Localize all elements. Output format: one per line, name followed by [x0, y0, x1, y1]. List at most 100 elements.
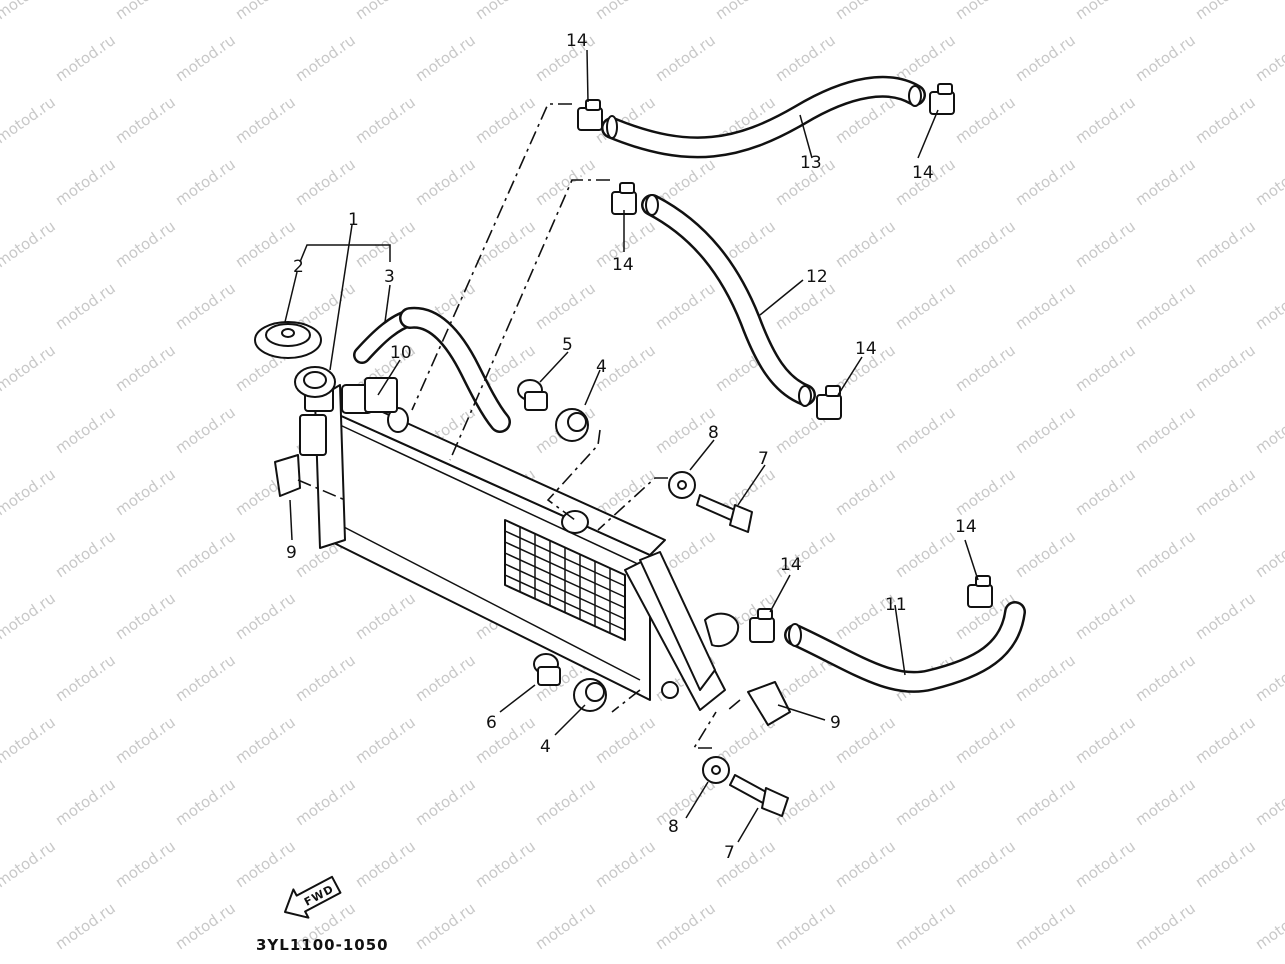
- watermark-text: motod.ru: [0, 837, 59, 891]
- callout-1: 1: [348, 210, 359, 230]
- watermark-text: motod.ru: [112, 93, 179, 147]
- watermark-text: motod.ru: [0, 0, 59, 23]
- watermark-text: motod.ru: [1132, 403, 1199, 457]
- watermark-text: motod.ru: [172, 279, 239, 333]
- watermark-text: motod.ru: [352, 589, 419, 643]
- callout-14: 14: [912, 163, 934, 183]
- watermark-text: motod.ru: [1072, 93, 1139, 147]
- watermark-text: motod.ru: [112, 713, 179, 767]
- clamp-14-top-right: [929, 83, 955, 115]
- clamp-14-top-left: [577, 99, 603, 131]
- collar-6: [533, 653, 561, 686]
- watermark-text: motod.ru: [112, 465, 179, 519]
- watermark-text: motod.ru: [952, 93, 1019, 147]
- callout-3: 3: [384, 267, 395, 287]
- watermark-text: motod.ru: [472, 93, 539, 147]
- watermark-text: motod.ru: [1012, 775, 1079, 829]
- watermark-text: motod.ru: [592, 837, 659, 891]
- watermark-text: motod.ru: [952, 465, 1019, 519]
- bolt-7-lower: [729, 774, 789, 817]
- callout-14: 14: [955, 517, 977, 537]
- washer-8-upper: [668, 471, 696, 499]
- watermark-text: motod.ru: [892, 899, 959, 953]
- collar-5: [517, 379, 548, 411]
- watermark-text: motod.ru: [592, 0, 659, 23]
- callout-14: 14: [780, 555, 802, 575]
- grommet-4-lower: [573, 678, 607, 712]
- clamp-14-mid-right: [816, 385, 842, 420]
- watermark-text: motod.ru: [1252, 279, 1285, 333]
- watermark-text: motod.ru: [352, 217, 419, 271]
- alignment-lines: [297, 103, 741, 749]
- grille-line: [504, 574, 626, 631]
- hose-12: [641, 194, 816, 407]
- watermark-text: motod.ru: [112, 217, 179, 271]
- watermark-text: motod.ru: [472, 0, 539, 23]
- watermark-text: motod.ru: [0, 713, 59, 767]
- grille-line: [504, 541, 626, 598]
- bolt-7-upper: [696, 494, 753, 533]
- hose-13: [601, 75, 926, 159]
- clamp-14-lower-left: [749, 608, 775, 643]
- watermark-text: motod.ru: [232, 217, 299, 271]
- watermark-text: motod.ru: [652, 31, 719, 85]
- watermark-text: motod.ru: [112, 837, 179, 891]
- watermark-text: motod.ru: [232, 0, 299, 23]
- watermark-text: motod.ru: [292, 31, 359, 85]
- watermark-text: motod.ru: [352, 837, 419, 891]
- watermark-text: motod.ru: [352, 713, 419, 767]
- watermark-text: motod.ru: [772, 899, 839, 953]
- leader-lines: [284, 49, 979, 843]
- callout-7: 7: [758, 449, 769, 469]
- watermark-text: motod.ru: [172, 527, 239, 581]
- watermark-text: motod.ru: [1252, 31, 1285, 85]
- watermark-text: motod.ru: [0, 465, 59, 519]
- watermark-text: motod.ru: [532, 279, 599, 333]
- watermark-text: motod.ru: [712, 0, 779, 23]
- watermark-text: motod.ru: [52, 527, 119, 581]
- watermark-text: motod.ru: [1132, 279, 1199, 333]
- watermark-text: motod.ru: [412, 775, 479, 829]
- watermark-text: motod.ru: [412, 899, 479, 953]
- watermark-text: motod.ru: [952, 0, 1019, 23]
- callout-8: 8: [668, 817, 679, 837]
- watermark-text: motod.ru: [472, 837, 539, 891]
- watermark-text: motod.ru: [892, 31, 959, 85]
- watermark-text: motod.ru: [172, 31, 239, 85]
- watermark-text: motod.ru: [1252, 899, 1285, 953]
- watermark-text: motod.ru: [52, 31, 119, 85]
- callout-13: 13: [800, 153, 822, 173]
- watermark-text: motod.ru: [832, 217, 899, 271]
- watermark-text: motod.ru: [52, 651, 119, 705]
- radiator-grille: [504, 519, 626, 641]
- watermark-text: motod.ru: [1192, 589, 1259, 643]
- radiator-cap: [254, 321, 322, 359]
- watermark-text: motod.ru: [832, 0, 899, 23]
- watermark-text: motod.ru: [1132, 775, 1199, 829]
- watermark-text: motod.ru: [292, 155, 359, 209]
- callout-14: 14: [612, 255, 634, 275]
- watermark-text: motod.ru: [1252, 155, 1285, 209]
- watermark-text: motod.ru: [652, 899, 719, 953]
- callout-6: 6: [486, 713, 497, 733]
- watermark-text: motod.ru: [1252, 403, 1285, 457]
- watermark-text: motod.ru: [172, 899, 239, 953]
- watermark-text: motod.ru: [832, 465, 899, 519]
- watermark-text: motod.ru: [1252, 651, 1285, 705]
- watermark-text: motod.ru: [652, 279, 719, 333]
- watermark-text: motod.ru: [1072, 465, 1139, 519]
- watermark-text: motod.ru: [1072, 713, 1139, 767]
- grille-line: [504, 563, 626, 620]
- watermark-text: motod.ru: [772, 279, 839, 333]
- callout-9: 9: [830, 713, 841, 733]
- watermark-text: motod.ru: [1072, 217, 1139, 271]
- watermark-text: motod.ru: [892, 775, 959, 829]
- watermark-text: motod.ru: [652, 775, 719, 829]
- watermark-text: motod.ru: [952, 217, 1019, 271]
- watermark-text: motod.ru: [1132, 651, 1199, 705]
- callout-5: 5: [562, 335, 573, 355]
- watermark-text: motod.ru: [1012, 155, 1079, 209]
- watermark-text: motod.ru: [352, 93, 419, 147]
- watermark-text: motod.ru: [1192, 93, 1259, 147]
- clamp-14-mid-left: [611, 182, 637, 215]
